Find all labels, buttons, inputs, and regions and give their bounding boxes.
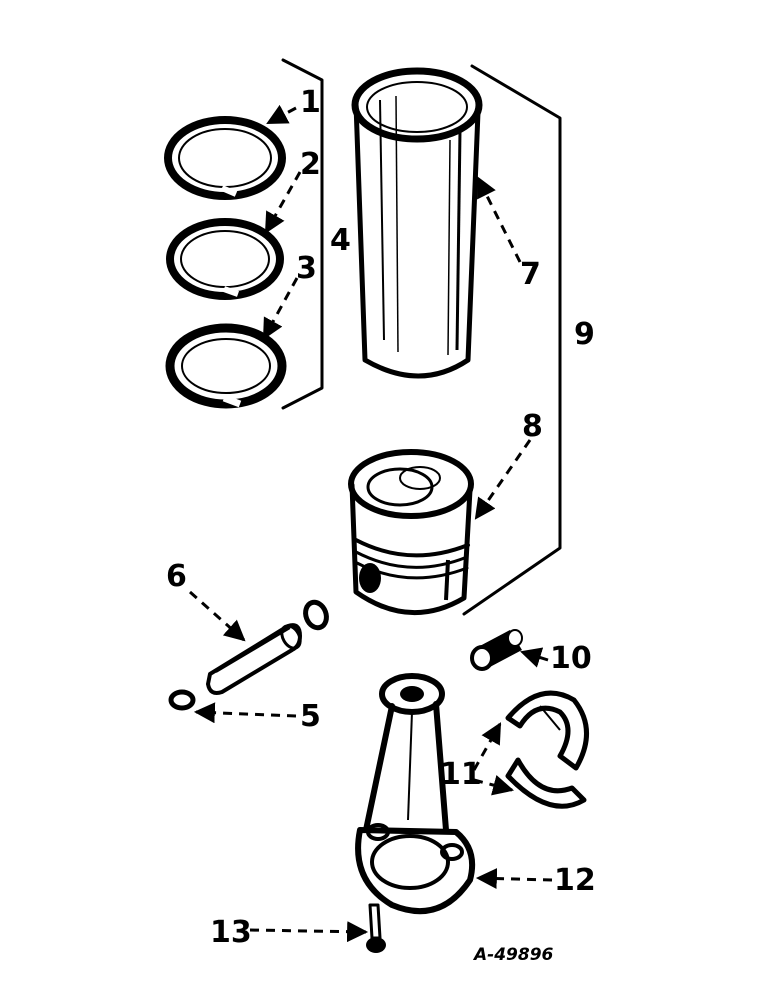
callout-11: 11 [440, 757, 482, 792]
callout-8: 8 [522, 409, 543, 444]
rod-bolt [366, 903, 386, 953]
piston [348, 449, 474, 616]
connecting-rod [355, 673, 476, 915]
callout-9: 9 [574, 317, 595, 352]
snap-ring-upper [303, 599, 329, 631]
callout-10: 10 [550, 641, 592, 676]
callout-4: 4 [330, 223, 351, 258]
piston-pin [206, 623, 302, 695]
snap-ring-lower [168, 689, 196, 711]
callout-5: 5 [300, 699, 321, 734]
callout-1: 1 [300, 85, 321, 120]
callout-2: 2 [300, 147, 321, 182]
drawing-number: A-49896 [472, 945, 554, 965]
piston-ring-3 [165, 323, 287, 409]
cylinder-sleeve [351, 67, 483, 379]
callout-13: 13 [210, 915, 252, 950]
callout-7: 7 [520, 257, 541, 292]
leader-lines [189, 104, 553, 943]
sleeve-assembly-bracket [462, 64, 562, 616]
bearing-shells [505, 690, 589, 809]
callout-3: 3 [296, 251, 317, 286]
ring-set-bracket [281, 58, 324, 410]
callout-6: 6 [166, 559, 187, 594]
pin-bushing [470, 629, 523, 671]
piston-ring-1 [164, 116, 286, 200]
piston-ring-2 [166, 218, 284, 300]
callout-12: 12 [554, 863, 596, 898]
